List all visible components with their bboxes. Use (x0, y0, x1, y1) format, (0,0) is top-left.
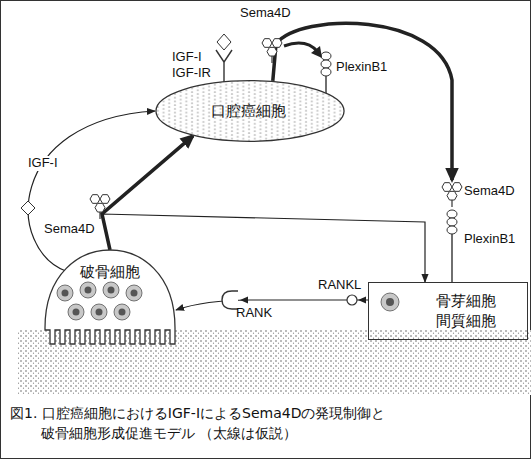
node-text-box: 骨芽細胞 間質細胞 (369, 283, 527, 339)
sema-molecule (442, 183, 462, 207)
figure-caption: 図1. 口腔癌細胞におけるIGF-IによるSema4Dの発現制御と 破骨細胞形成… (10, 403, 522, 444)
nucleolus (119, 309, 126, 316)
sema-molecule (262, 39, 282, 63)
rank-receptor (222, 291, 238, 309)
osteoclast-body (45, 250, 175, 344)
nucleus (80, 282, 96, 298)
nucleolus (131, 290, 138, 297)
cell-ellipse: 口腔癌細胞 (155, 80, 345, 142)
node-text-box: 破骨細胞 (40, 262, 180, 282)
receptor-label: IGF-IR (172, 66, 211, 81)
osteoclast-border (45, 250, 175, 344)
nucleolus (62, 290, 69, 297)
osteoclast-cell: 破骨細胞 (40, 248, 180, 348)
nucleolus (85, 287, 92, 294)
arrow-head (240, 297, 248, 304)
node-label: 骨芽細胞 間質細胞 (409, 291, 523, 332)
ligand-label: RANKL (318, 278, 361, 293)
nucleus (57, 285, 73, 301)
receptor-label: PlexinB1 (464, 232, 515, 247)
receptor-stem (451, 234, 452, 282)
osteoblast-nucleus (381, 293, 399, 311)
ellipse-ground (156, 81, 344, 142)
receptor-label: PlexinB1 (336, 60, 387, 75)
receptor-stem (325, 76, 326, 93)
ligand-label: IGF-I (172, 50, 202, 65)
ellipse-border (156, 81, 344, 142)
node-label: 破骨細胞 (80, 262, 140, 282)
node-label: 口腔癌細胞 (211, 101, 286, 121)
rankl-ligand (347, 295, 357, 305)
igf-diamond (217, 34, 231, 50)
receptor-arm (224, 50, 232, 62)
nucleolus (108, 287, 115, 294)
nucleus (126, 285, 142, 301)
nucleus (91, 304, 107, 320)
arrow-head (358, 297, 366, 304)
igf-diamond (21, 201, 35, 215)
autocrine-arrow (284, 43, 318, 52)
molecule-label: Sema4D (464, 184, 515, 199)
receptor-arm (216, 50, 224, 62)
nucleus (114, 304, 130, 320)
nucleus (103, 282, 119, 298)
node-text-box: 口腔癌細胞 (155, 80, 345, 142)
nucleolus (73, 309, 80, 316)
nucleolus (96, 309, 103, 316)
molecule-label: Sema4D (240, 6, 291, 21)
sema-molecule (90, 195, 110, 219)
nucleolus (386, 298, 394, 306)
plexin-receptor (321, 52, 331, 76)
cell-box: 骨芽細胞 間質細胞 (368, 282, 528, 340)
signal-arrow (28, 111, 155, 272)
receptor-label: RANK (236, 306, 272, 321)
edge-label: IGF-I (26, 156, 60, 171)
arrow-head (311, 46, 322, 58)
plexin-receptor (447, 210, 457, 234)
hypothesis-arrow (102, 136, 193, 250)
nucleus (68, 304, 84, 320)
osteoclast-nuclei (57, 282, 142, 320)
molecule-label: Sema4D (44, 222, 95, 237)
